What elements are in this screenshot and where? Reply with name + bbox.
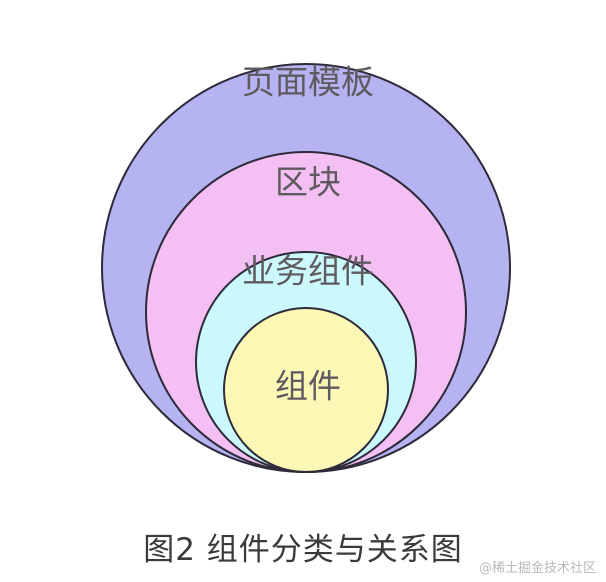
circle-component — [223, 307, 389, 473]
watermark: @稀土掘金技术社区 — [478, 561, 596, 576]
nested-circles-diagram: 页面模板 区块 业务组件 组件 — [101, 63, 511, 473]
label-page-template: 页面模板 — [242, 63, 374, 102]
label-business-component: 业务组件 — [242, 252, 374, 291]
label-component: 组件 — [275, 367, 341, 406]
figure-caption: 图2 组件分类与关系图 — [143, 532, 463, 568]
label-block: 区块 — [275, 163, 341, 202]
